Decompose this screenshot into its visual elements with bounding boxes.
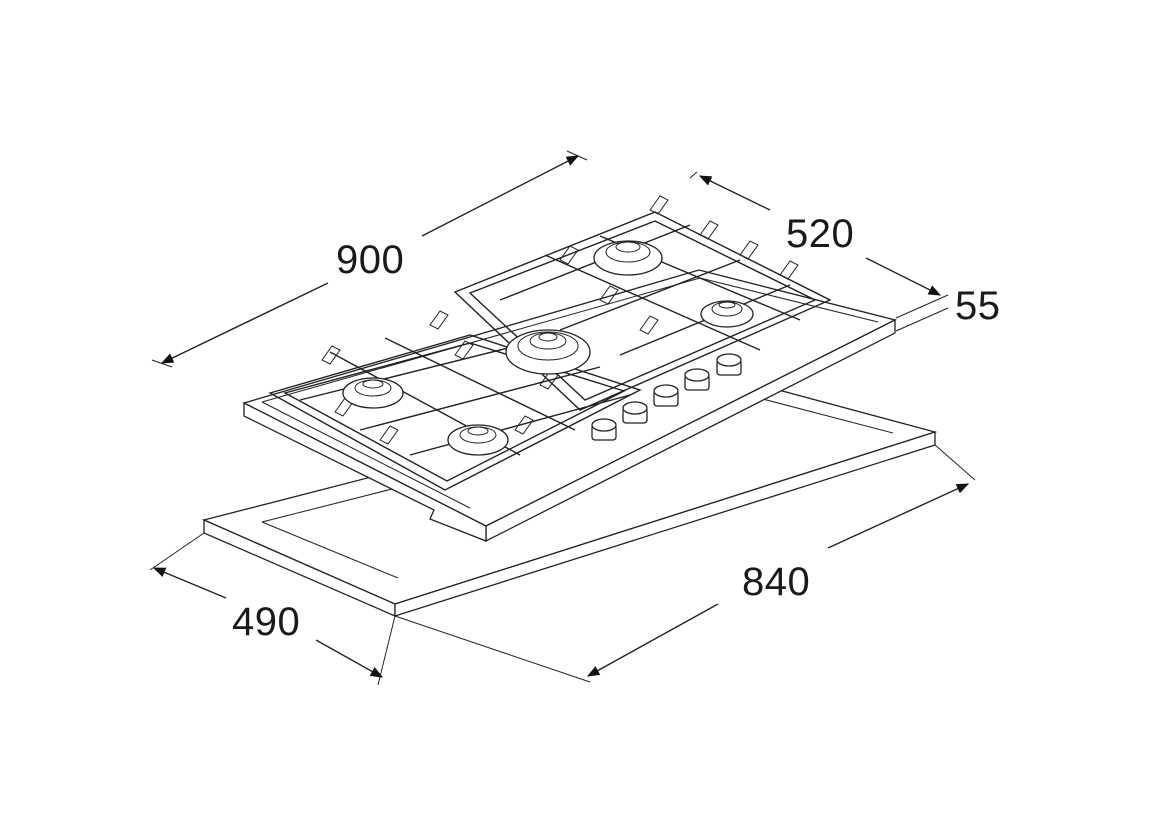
dimension-line-840 — [394, 444, 976, 683]
burner-rear-right — [593, 240, 663, 276]
dimension-label-depth: 520 — [786, 212, 855, 256]
dimension-label-cutout-width: 840 — [742, 560, 811, 604]
dimension-line-520 — [689, 171, 942, 296]
knob-2 — [622, 401, 648, 424]
burner-centre-wok — [505, 329, 591, 375]
burner-front-left — [447, 424, 509, 456]
dimension-line-490 — [149, 532, 396, 686]
dimension-line-900 — [151, 150, 588, 368]
knob-4 — [684, 368, 710, 391]
dimension-label-width: 900 — [336, 238, 405, 282]
dimension-label-cutout-depth: 490 — [232, 600, 301, 644]
dimension-line-55 — [895, 294, 949, 332]
control-knobs — [591, 353, 742, 441]
pan-supports — [268, 195, 832, 491]
burners — [342, 240, 754, 456]
knob-1 — [591, 418, 617, 441]
knob-3 — [653, 384, 679, 407]
knob-5 — [716, 353, 742, 376]
burner-rear-left — [342, 377, 404, 409]
hob-body — [242, 269, 897, 543]
burner-front-right — [700, 300, 754, 328]
dimension-label-height: 55 — [955, 284, 1001, 328]
